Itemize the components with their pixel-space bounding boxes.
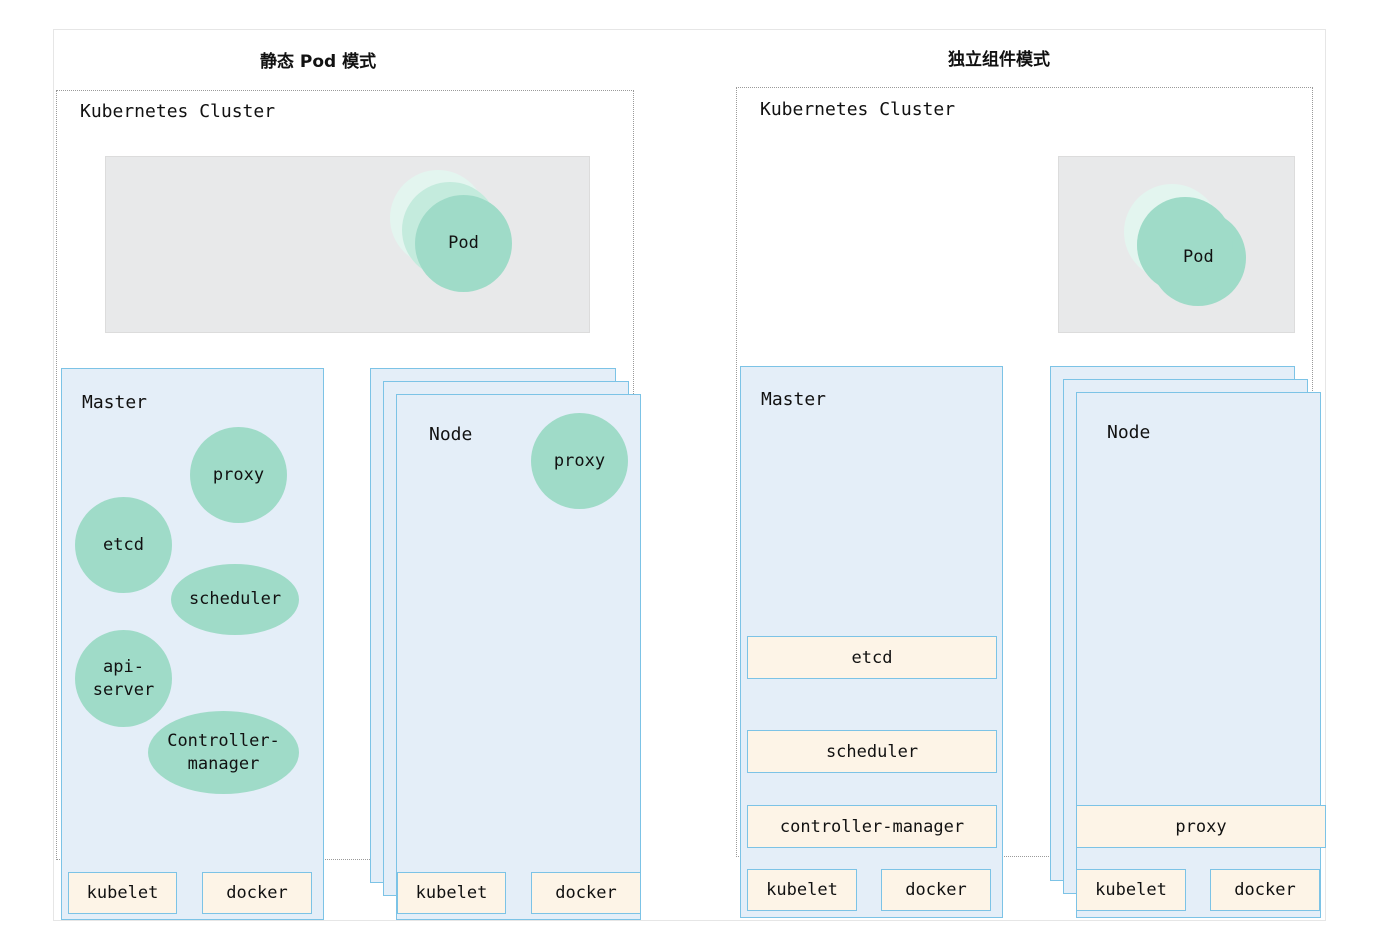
right-master-docker: docker — [881, 869, 991, 911]
left-node-proxy: proxy — [531, 413, 628, 509]
left-node-label: Node — [429, 424, 473, 445]
right-master-controller-manager: controller-manager — [747, 805, 997, 848]
controller-manager-line2: manager — [187, 753, 260, 774]
right-master-kubelet: kubelet — [747, 869, 857, 911]
left-master-etcd: etcd — [75, 497, 172, 593]
left-pod-area — [105, 156, 590, 333]
left-master-kubelet: kubelet — [68, 872, 177, 914]
diagram-frame — [53, 29, 1326, 921]
left-master-api-server: api- server — [75, 630, 172, 727]
static-pod-mode-title: 静态 Pod 模式 — [260, 52, 377, 72]
right-master-scheduler: scheduler — [747, 730, 997, 773]
right-node-kubelet: kubelet — [1076, 869, 1186, 911]
right-node-docker: docker — [1210, 869, 1320, 911]
standalone-mode-title: 独立组件模式 — [948, 50, 1050, 70]
left-pod: Pod — [415, 195, 512, 292]
controller-manager-line1: Controller- — [167, 730, 280, 751]
right-pod-label: Pod — [1183, 247, 1214, 267]
left-cluster-label: Kubernetes Cluster — [80, 101, 276, 122]
right-master-label: Master — [761, 389, 827, 410]
right-pod — [1137, 197, 1233, 293]
left-master-label: Master — [82, 392, 148, 413]
api-server-line2: server — [92, 679, 155, 700]
left-master-proxy: proxy — [190, 427, 287, 523]
left-master-scheduler: scheduler — [171, 564, 299, 635]
left-master-controller-manager: Controller- manager — [148, 711, 299, 794]
right-cluster-label: Kubernetes Cluster — [760, 99, 956, 120]
left-node-kubelet: kubelet — [397, 872, 506, 914]
right-master-etcd: etcd — [747, 636, 997, 679]
api-server-line1: api- — [103, 656, 144, 677]
left-master-docker: docker — [202, 872, 312, 914]
left-node-docker: docker — [531, 872, 641, 914]
right-node-proxy: proxy — [1076, 805, 1326, 848]
right-node-label: Node — [1107, 422, 1151, 443]
